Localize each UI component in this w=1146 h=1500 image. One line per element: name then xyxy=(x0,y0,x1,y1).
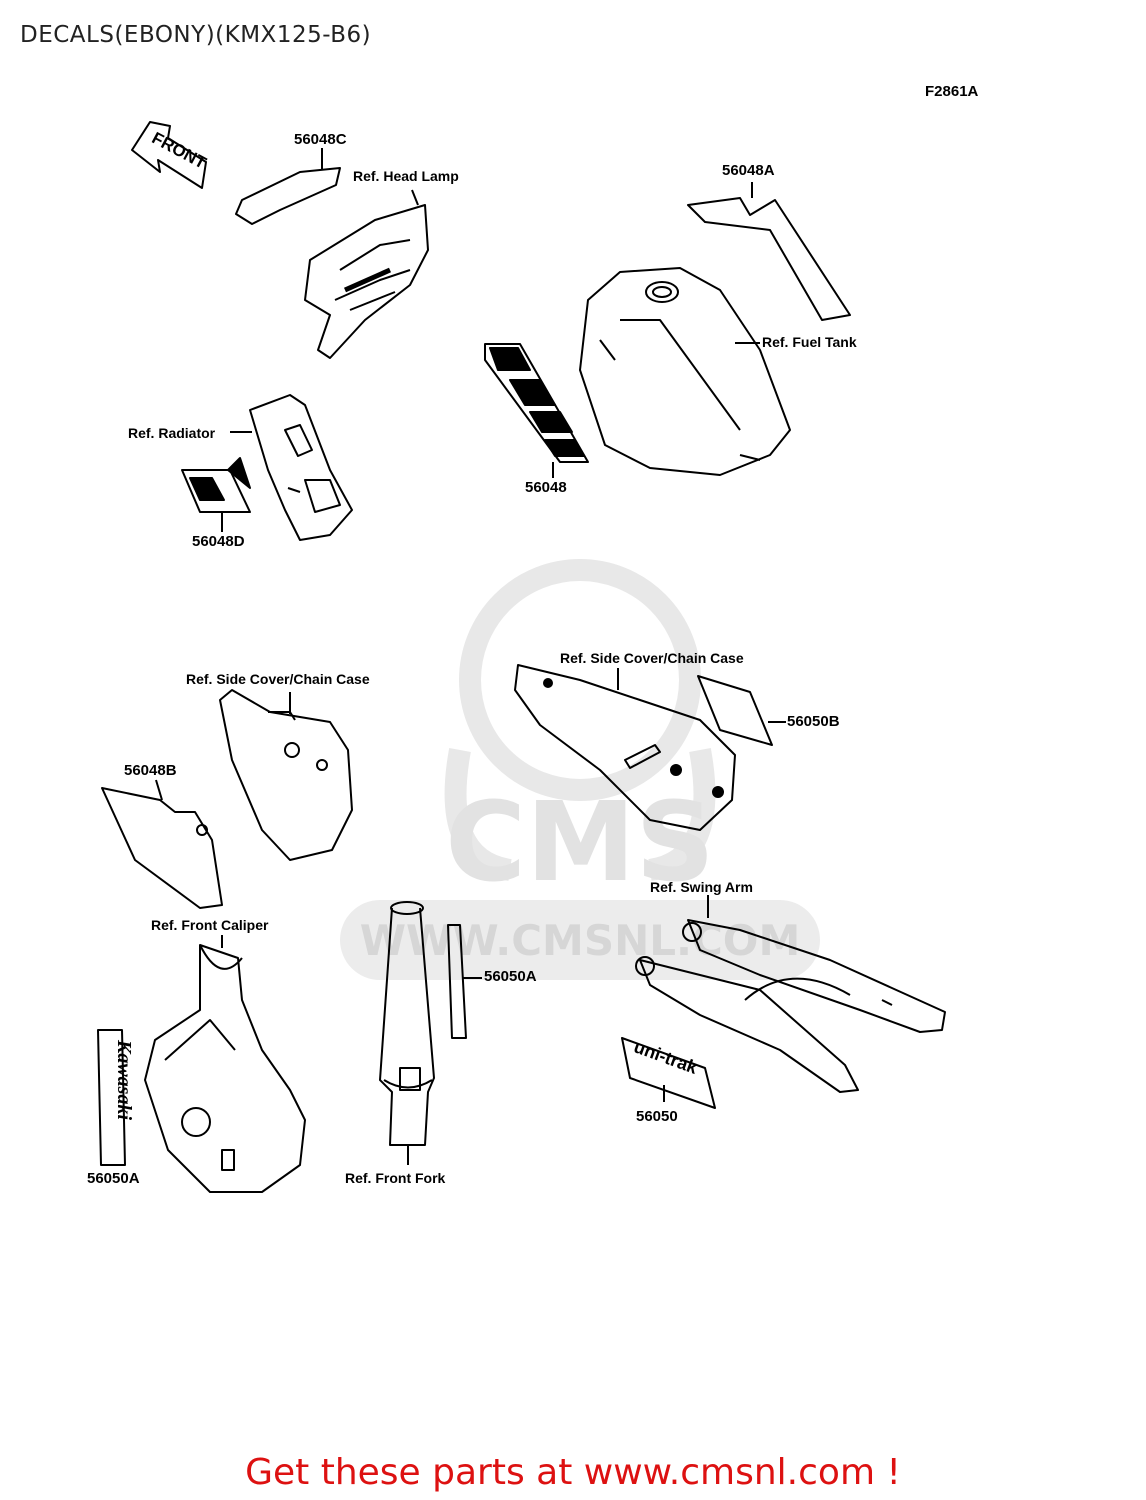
chain-case-shape xyxy=(514,664,736,831)
front-caliper-guard-shape xyxy=(144,935,306,1193)
part-number-56048c[interactable]: 56048C xyxy=(294,131,347,148)
decal-56048b xyxy=(101,779,223,909)
decal-56048c xyxy=(235,148,341,225)
watermark-url: WWW.CMSNL.COM xyxy=(360,916,801,965)
decal-56048 xyxy=(484,343,589,478)
kawasaki-decal: Kawasaki xyxy=(97,1029,135,1166)
decal-56048a xyxy=(687,182,851,321)
part-number-56050[interactable]: 56050 xyxy=(636,1108,678,1125)
footer-promo-link[interactable]: Get these parts at www.cmsnl.com ! xyxy=(245,1452,901,1493)
kawasaki-decal-text: Kawasaki xyxy=(113,1039,135,1120)
fuel-tank-shape xyxy=(579,267,791,476)
radiator-shroud-shape xyxy=(230,394,353,541)
watermark-brand: CMS xyxy=(445,778,714,906)
decal-56050a-fork xyxy=(447,924,482,1039)
part-number-56050a-fork[interactable]: 56050A xyxy=(484,968,537,985)
label-front-caliper: Ref. Front Caliper xyxy=(151,917,269,933)
part-number-56048[interactable]: 56048 xyxy=(525,479,567,496)
side-cover-left-shape xyxy=(219,689,353,861)
front-arrow-text: FRONT xyxy=(149,128,210,173)
label-side-cover-right: Ref. Side Cover/Chain Case xyxy=(560,650,744,666)
label-side-cover-left: Ref. Side Cover/Chain Case xyxy=(186,671,370,687)
part-number-56048d[interactable]: 56048D xyxy=(192,533,245,550)
unitrak-decal-text: uni-trak xyxy=(631,1037,701,1079)
front-arrow-decal: FRONT xyxy=(131,121,210,189)
part-number-56048a[interactable]: 56048A xyxy=(722,162,775,179)
label-radiator: Ref. Radiator xyxy=(128,425,216,441)
label-head-lamp: Ref. Head Lamp xyxy=(353,168,459,184)
decal-56050: uni-trak xyxy=(621,1037,716,1109)
part-number-56050b[interactable]: 56050B xyxy=(787,713,840,730)
part-number-56048b[interactable]: 56048B xyxy=(124,762,177,779)
head-lamp-shape xyxy=(304,189,429,359)
label-fuel-tank: Ref. Fuel Tank xyxy=(762,334,857,350)
cms-watermark: CMS WWW.CMSNL.COM xyxy=(340,559,820,980)
decal-56048d xyxy=(181,457,251,532)
swing-arm-shape xyxy=(635,895,946,1093)
page-title: DECALS(EBONY)(KMX125-B6) xyxy=(20,22,372,48)
figure-code: F2861A xyxy=(925,83,979,100)
front-fork-shape xyxy=(379,901,435,1165)
decal-56050b xyxy=(697,675,786,746)
label-front-fork: Ref. Front Fork xyxy=(345,1170,446,1186)
part-number-56050a-caliper[interactable]: 56050A xyxy=(87,1170,140,1187)
label-swing-arm: Ref. Swing Arm xyxy=(650,879,753,895)
